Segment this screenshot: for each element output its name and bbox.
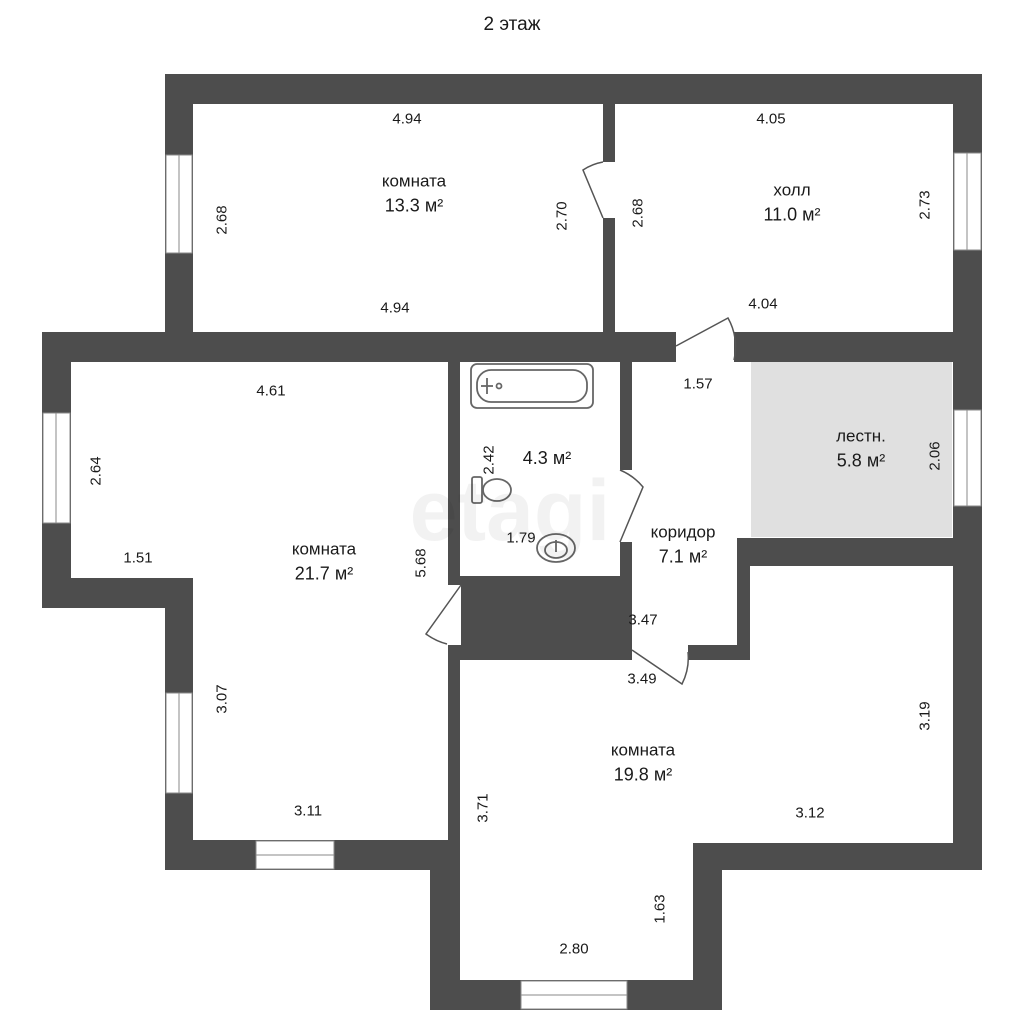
- room-label-hall: холл 11.0 м²: [763, 179, 820, 226]
- room-area: 7.1 м²: [658, 546, 708, 567]
- dim-bath-height: 2.42: [480, 445, 498, 475]
- door-swing-room1-hall: [582, 161, 604, 219]
- dim-room1-right: 2.70: [553, 201, 571, 231]
- room-label-bathroom: 4.3 м²: [523, 446, 571, 470]
- room-area: 11.0 м²: [763, 204, 821, 225]
- room-name: лестн.: [836, 426, 886, 446]
- dim-room1-top: 4.94: [392, 110, 422, 128]
- dim-room7-left: 3.71: [474, 793, 492, 823]
- room-label-room7: комната 19.8 м²: [611, 739, 675, 786]
- room-label-stair: лестн. 5.8 м²: [836, 425, 886, 472]
- dim-room3-notch: 1.51: [123, 549, 153, 567]
- staircase-area: [751, 362, 952, 537]
- room-name: комната: [381, 171, 447, 191]
- dim-room7-bottom: 2.80: [559, 940, 589, 958]
- toilet-icon: [471, 476, 512, 504]
- door-gap-room7: [632, 645, 688, 661]
- door-gap-hall-corridor: [676, 331, 734, 363]
- dim-stair-height: 2.06: [926, 441, 944, 471]
- room-area: 4.3 м²: [522, 447, 572, 468]
- dim-hall-top: 4.05: [756, 110, 786, 128]
- room-label-room1: комната 13.3 м²: [382, 170, 446, 217]
- watermark: etagi: [410, 463, 611, 559]
- door-swing-bath: [619, 469, 644, 543]
- dim-bath-width: 1.79: [506, 529, 536, 547]
- windows: [42, 152, 982, 1010]
- room-name: коридор: [650, 522, 716, 542]
- dim-room3-left: 2.64: [87, 456, 105, 486]
- dim-room7-notch: 1.63: [651, 894, 669, 924]
- room-area: 19.8 м²: [613, 764, 673, 785]
- room-area: 5.8 м²: [836, 450, 886, 471]
- room-label-room3: комната 21.7 м²: [292, 538, 356, 585]
- room-label-corridor: коридор 7.1 м²: [651, 521, 716, 568]
- dim-room3-lower: 3.07: [213, 684, 231, 714]
- dim-corridor-low: 3.47: [628, 611, 658, 629]
- bathtub-icon: [470, 363, 594, 409]
- room-area: 13.3 м²: [384, 195, 444, 216]
- floor-title: 2 этаж: [483, 14, 541, 35]
- dim-corridor-top: 1.57: [683, 375, 713, 393]
- dim-hall-right: 2.73: [916, 190, 934, 220]
- dim-room3-top: 4.61: [256, 382, 286, 400]
- sink-icon: [536, 533, 576, 563]
- dim-room1-bottom: 4.94: [380, 299, 410, 317]
- dim-room3-bottom: 3.11: [293, 802, 323, 820]
- room-name: холл: [773, 180, 811, 200]
- door-gap-room1-hall: [602, 162, 616, 218]
- outer-walls: [42, 74, 982, 1010]
- door-swing-hall-corridor: [675, 316, 737, 361]
- room-name: комната: [610, 740, 676, 760]
- room-area: 21.7 м²: [294, 563, 354, 584]
- dim-room7-right: 3.19: [916, 701, 934, 731]
- door-swing-room3: [424, 584, 462, 645]
- dim-hall-bottom: 4.04: [748, 295, 778, 313]
- dim-room7-mid: 3.12: [795, 804, 825, 822]
- dim-room1-left: 2.68: [213, 205, 231, 235]
- door-gap-bath: [619, 470, 633, 542]
- dim-hall-left: 2.68: [629, 198, 647, 228]
- room-name: комната: [291, 539, 357, 559]
- dim-room3-right: 5.68: [412, 548, 430, 578]
- dim-room7-top: 3.49: [627, 670, 657, 688]
- doors: [424, 161, 737, 686]
- door-swing-room7: [631, 649, 690, 686]
